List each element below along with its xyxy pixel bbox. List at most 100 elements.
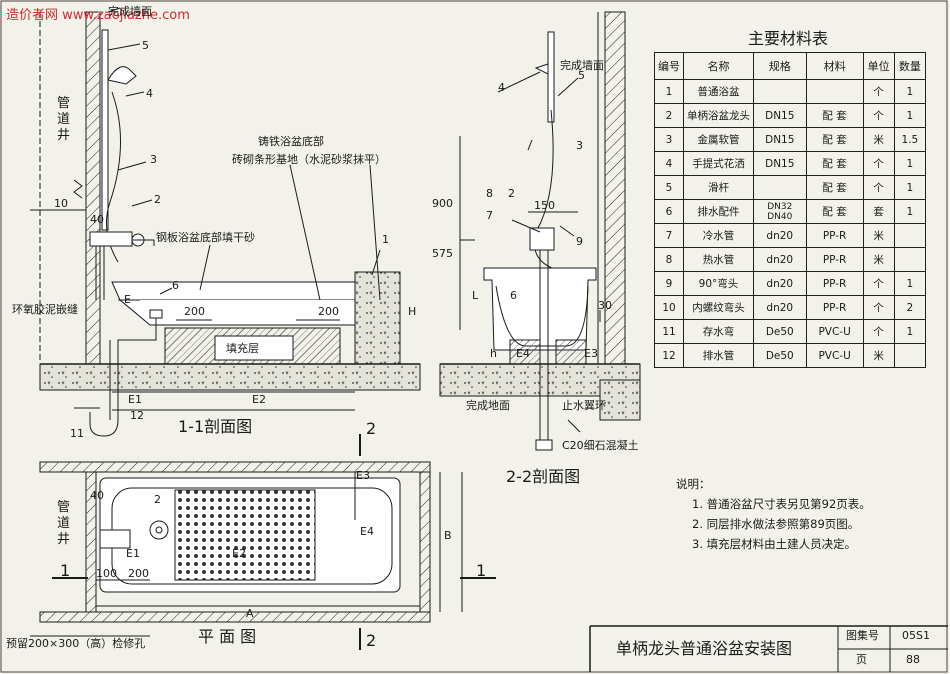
section-1-1 [30,7,421,437]
label-finished-wall-top: 完成墙面 [108,5,152,18]
table-cell: 10 [653,295,685,320]
table-cell: 个 [862,103,895,128]
watermark-text: 造价者网 www.zaojiazhe.com [6,8,190,23]
dim-h: h [490,347,497,360]
label-waterstop: 止水翼环 [562,399,606,412]
table-cell: 2 [653,103,685,128]
callout-2-2-2: 2 [508,187,515,200]
section-mark-1-plan-left: 1 [60,561,71,580]
table-cell: dn20 [752,247,807,272]
table-cell: 配 套 [805,103,864,128]
table-cell: dn20 [752,271,807,296]
label-pipe-shaft-plan: 管道井 [57,500,71,547]
label-cast-iron-base: 铸铁浴盆底部 [258,135,324,148]
callout-5: 5 [142,39,149,52]
table-cell: 11 [653,319,685,344]
table-cell: 热水管 [683,247,754,272]
table-cell: 配 套 [805,127,864,152]
plan-view [30,434,496,650]
dim-E2-section: E2 [252,393,266,406]
table-cell: PVC-U [805,343,864,368]
table-cell: 4 [653,151,685,176]
callout-4-2-2: 4 [498,81,505,94]
table-cell [805,79,864,104]
dim-E1-section: E1 [128,393,142,406]
notes-title: 说明： [676,477,711,491]
table-cell: 12 [653,343,685,368]
table-cell: PP-R [805,223,864,248]
table-cell: 1 [893,151,927,176]
materials-table-title: 主要材料表 [748,29,829,48]
dim-150: 150 [534,199,555,212]
dim-B: B [444,529,452,542]
callout-5-2-2: 5 [578,69,585,82]
callout-11: 11 [70,427,84,440]
table-cell: DN32 DN40 [752,199,807,224]
table-cell: 1 [893,79,927,104]
table-cell: 5 [653,175,685,200]
label-pvc-seal: 环氧胶泥嵌缝 [12,303,78,316]
col-header-material: 材料 [805,52,864,80]
table-cell: DN15 [752,103,807,128]
table-cell: 套 [862,199,895,224]
label-brick-base: 砖砌条形基地（水泥砂浆抹平） [232,153,386,166]
callout-2: 2 [154,193,161,206]
section-mark-2-top: 2 [366,419,377,438]
plan-title: 平 面 图 [198,627,257,646]
table-cell: 排水管 [683,343,754,368]
table-cell: 配 套 [805,175,864,200]
label-finished-floor: 完成地面 [466,399,510,412]
table-cell: 3 [653,127,685,152]
table-cell: dn20 [752,223,807,248]
atlas-label: 图集号 [846,629,879,642]
callout-12: 12 [130,409,144,422]
table-cell: PP-R [805,295,864,320]
table-cell: 米 [862,127,895,152]
table-cell: 个 [862,79,895,104]
table-cell: 排水配件 [683,199,754,224]
table-cell: 6 [653,199,685,224]
note-item-2: 2. 同层排水做法参照第89页图。 [692,517,860,531]
table-cell: PP-R [805,247,864,272]
dim-H: H [408,305,417,318]
callout-1: 1 [382,233,389,246]
note-item-3: 3. 填充层材料由土建人员决定。 [692,537,857,551]
table-cell: 9 [653,271,685,296]
dim-E: E [124,293,131,306]
table-cell: 冷水管 [683,223,754,248]
callout-4: 4 [146,87,153,100]
label-fill-layer: 填充层 [226,342,259,355]
callout-7-2-2: 7 [486,209,493,222]
table-cell: PP-R [805,271,864,296]
table-cell [893,343,927,368]
dim-200-a: 200 [184,305,205,318]
col-header-name: 名称 [683,52,754,80]
table-cell: 普通浴盆 [683,79,754,104]
table-cell: 米 [862,223,895,248]
callout-8-2-2: 8 [486,187,493,200]
notes-block: 说明： 1. 普通浴盆尺寸表另见第92页表。 2. 同层排水做法参照第89页图。… [676,474,871,554]
atlas-number: 05S1 [902,629,930,642]
table-cell: 金属软管 [683,127,754,152]
table-cell [752,175,807,200]
table-cell: 1 [893,199,927,224]
section-2-2 [439,11,641,451]
table-cell: DN15 [752,151,807,176]
label-pipe-shaft-section: 管道井 [57,96,71,143]
table-cell: 个 [862,271,895,296]
col-header-unit: 单位 [862,52,895,80]
titleblock-frame [589,625,948,672]
note-item-1: 1. 普通浴盆尺寸表另见第92页表。 [692,497,871,511]
table-cell [752,79,807,104]
section-title-2-2: 2-2剖面图 [506,467,581,486]
callout-3-2-2: 3 [576,139,583,152]
dim-E4-plan: E4 [360,525,374,538]
dim-40-plan: 40 [90,489,104,502]
